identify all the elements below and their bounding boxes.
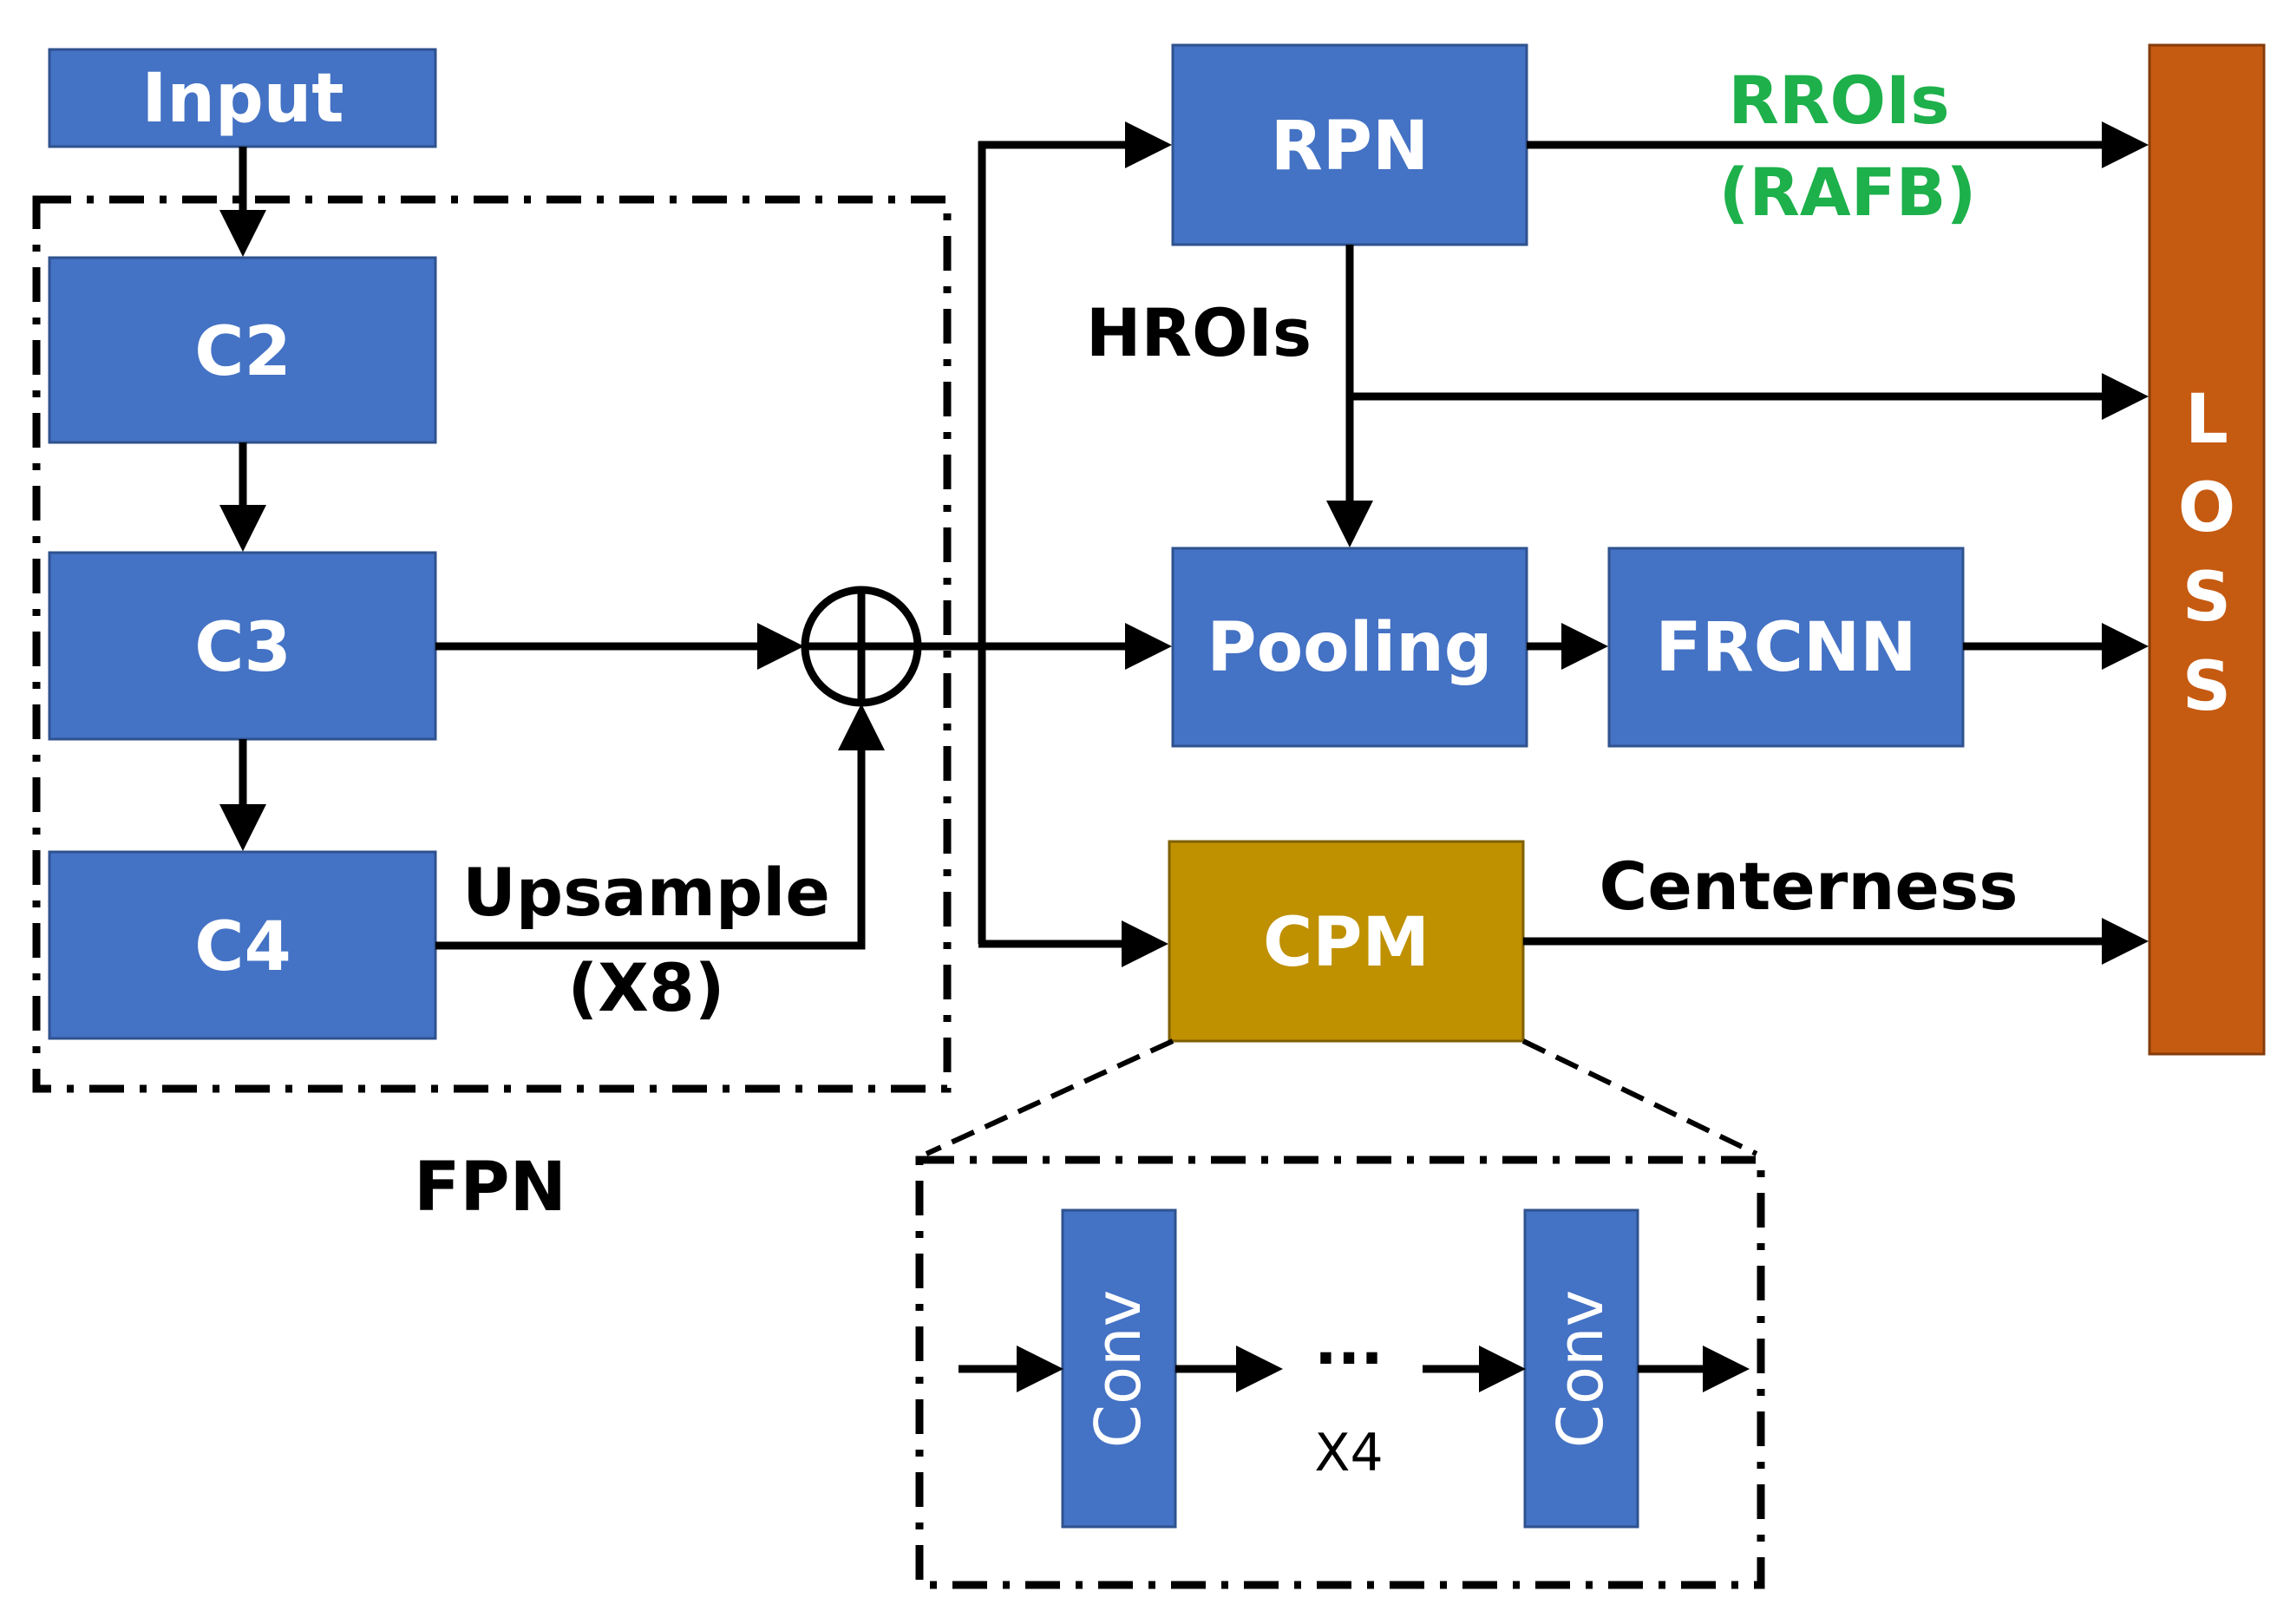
- upsample-label: Upsample: [462, 854, 830, 931]
- rrois-label: RROIs: [1728, 62, 1949, 139]
- fpn-label: FPN: [414, 1149, 566, 1227]
- cpm-detail-frame: [915, 1156, 1765, 1589]
- loss-letter: S: [2182, 648, 2231, 726]
- arrow-c4-upsample: [435, 704, 885, 950]
- loss-letter: L: [2185, 381, 2228, 459]
- repeat-label: X4: [1314, 1423, 1383, 1483]
- rpn-label: RPN: [1271, 108, 1430, 186]
- upsample-factor-label: (X8): [568, 949, 725, 1026]
- rafb-label: (RAFB): [1719, 154, 1977, 231]
- conv-1-label: Conv: [1082, 1290, 1155, 1449]
- frcnn-label: FRCNN: [1655, 609, 1916, 687]
- c2-block: [48, 256, 437, 444]
- sum-node-icon: [801, 586, 922, 707]
- loss-block: [2148, 43, 2266, 1056]
- fpn-frame: [32, 195, 952, 1093]
- ellipsis-label: ···: [1314, 1323, 1384, 1394]
- zoom-line-right: [1521, 1038, 1758, 1156]
- c3-label: C3: [194, 609, 291, 687]
- cpm-label: CPM: [1263, 904, 1430, 982]
- pooling-block: [1171, 547, 1528, 748]
- zoom-line-left: [925, 1038, 1174, 1156]
- pooling-label: Pooling: [1207, 609, 1492, 687]
- input-block: [48, 48, 437, 148]
- c4-label: C4: [194, 908, 291, 986]
- frcnn-block: [1607, 547, 1965, 748]
- hrois-label: HROIs: [1086, 294, 1312, 371]
- c2-label: C2: [194, 313, 291, 391]
- loss-letter: O: [2178, 469, 2235, 547]
- loss-letter: S: [2182, 559, 2231, 637]
- c4-block: [48, 850, 437, 1040]
- conv-2-label: Conv: [1544, 1290, 1617, 1449]
- centerness-label: Centerness: [1600, 848, 2018, 925]
- loss-letters: L O S S: [2178, 381, 2235, 726]
- input-label: Input: [141, 60, 344, 138]
- cpm-block: [1168, 840, 1525, 1043]
